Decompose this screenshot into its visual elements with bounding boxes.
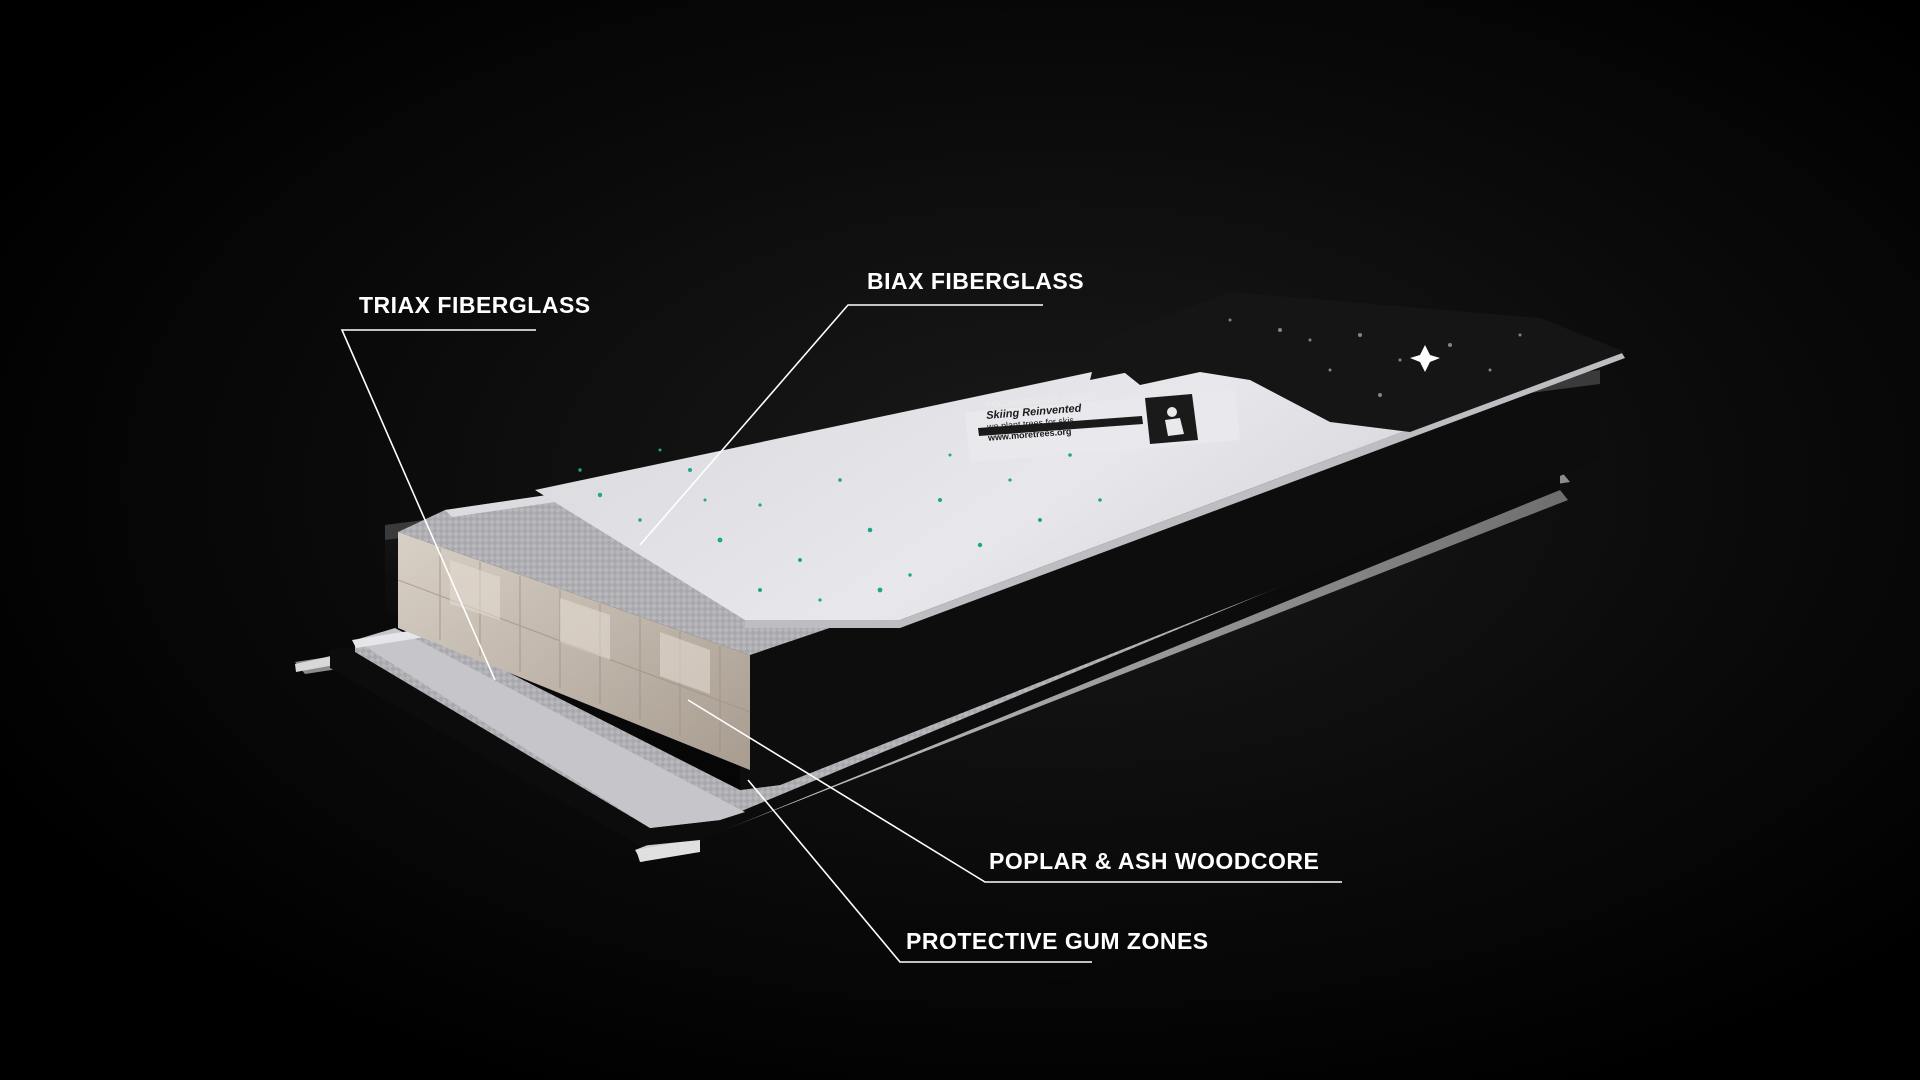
skier-logo-icon [1145,394,1198,444]
triax-leader-line [340,329,536,681]
topsheet-layer [535,292,1625,628]
gum-zones-label: PROTECTIVE GUM ZONES [906,928,1209,954]
woodcore-leader-line [687,699,1342,883]
biax-leader-line [639,304,1043,546]
woodcore-label: POPLAR & ASH WOODCORE [989,848,1320,874]
speckle-pattern [578,448,1102,602]
stance-sticker [965,390,1240,462]
triax-fiberglass-label: TRIAX FIBERGLASS [359,292,591,318]
leader-lines [340,304,1342,963]
gum-leader-line [747,779,1092,963]
star-graphic-icon [1410,345,1440,372]
biax-fiberglass-label: BIAX FIBERGLASS [867,268,1085,294]
woodcore-layer [397,532,751,770]
